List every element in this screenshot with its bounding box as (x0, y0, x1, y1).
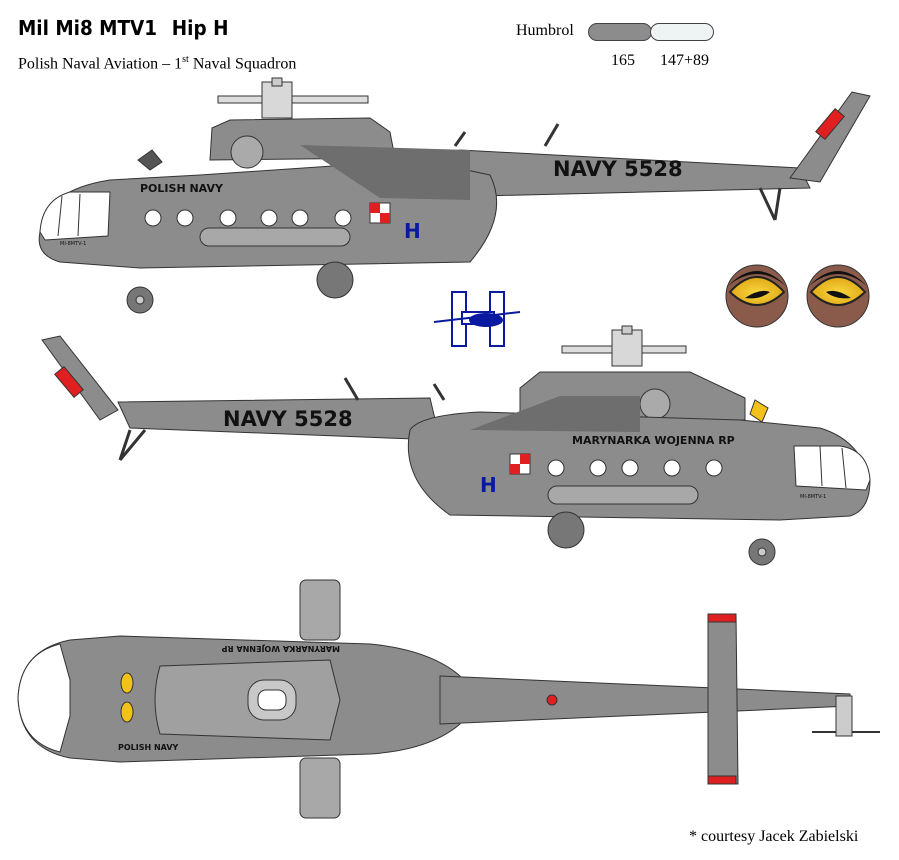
top-text-marynarka: MARYNARKA WOJENNA RP (222, 644, 340, 653)
serial-number-right: NAVY 5528 (223, 407, 353, 431)
svg-text:H: H (404, 219, 421, 243)
top-view: POLISH NAVY MARYNARKA WOJENNA RP (17, 579, 880, 819)
paint-brand-label: Humbrol (516, 22, 574, 39)
paint-code-165: 165 (611, 52, 635, 69)
credit-text: * courtesy Jacek Zabielski (689, 828, 859, 845)
nose-text-left: POLISH NAVY (140, 182, 224, 195)
paint-code-147-89: 147+89 (660, 52, 710, 69)
main-rotor-hub-right (561, 325, 687, 367)
polish-checkerboard-insignia-right (509, 453, 531, 475)
page-subtitle: Polish Naval Aviation – 1st Naval Squadr… (18, 54, 297, 73)
svg-text:H: H (480, 473, 497, 497)
side-view-right: H NAVY 5528 MARYNARKA WOJENNA RP MI-8MTV… (41, 325, 871, 566)
nose-text-right: MARYNARKA WOJENNA RP (572, 434, 735, 447)
polish-checkerboard-insignia-left (369, 202, 391, 224)
paint-swatch-147-89 (650, 23, 714, 41)
eye-markings (725, 264, 870, 328)
squadron-badge-icon (433, 291, 521, 347)
side-view-left: H NAVY 5528 POLISH NAVY MI-8MTV-1 (38, 77, 871, 314)
serial-number-left: NAVY 5528 (553, 157, 683, 181)
designation-left: MI-8MTV-1 (60, 241, 86, 247)
top-text-polish-navy: POLISH NAVY (118, 743, 179, 752)
main-rotor-hub (217, 77, 369, 119)
designation-right: MI-8MTV-1 (800, 494, 826, 500)
